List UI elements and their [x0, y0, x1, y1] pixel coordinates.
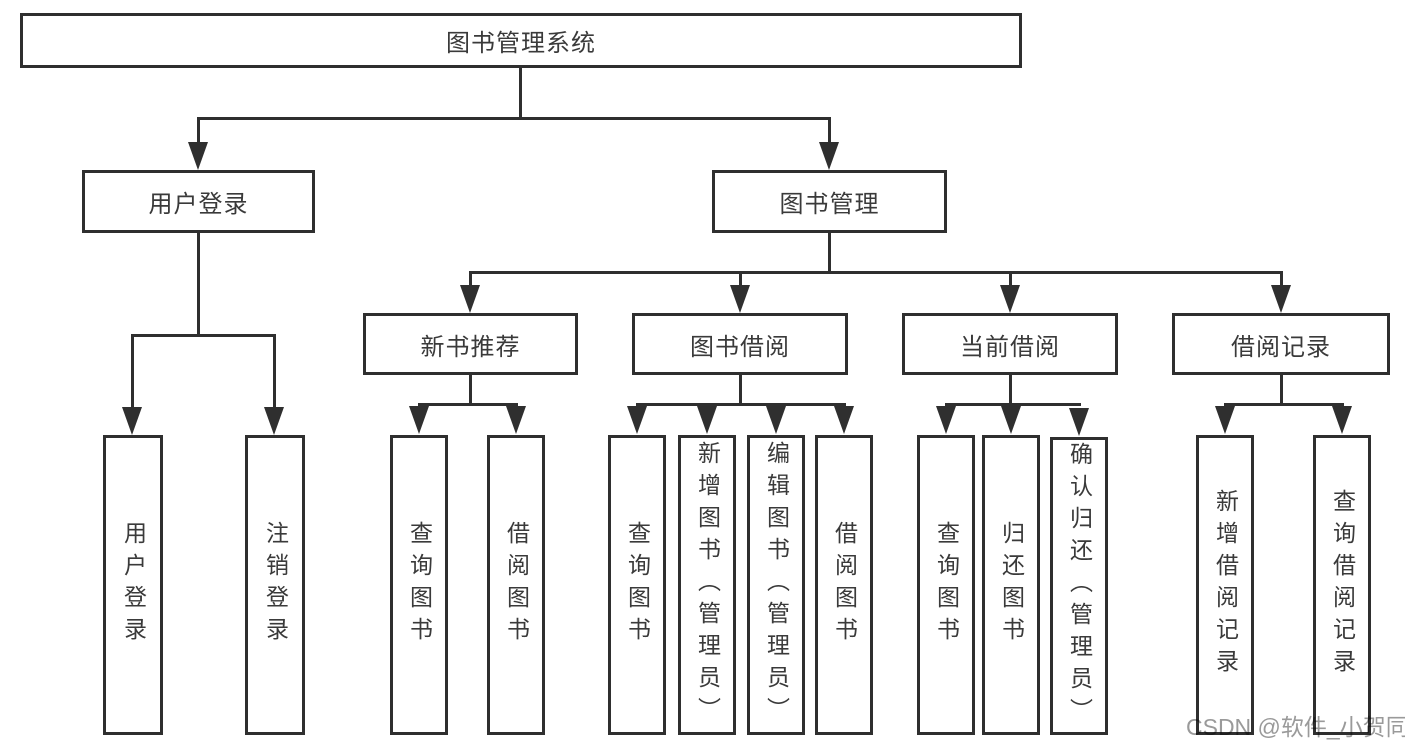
arrow-down-icon — [1215, 406, 1235, 434]
connector-v-line — [1009, 375, 1012, 406]
connector-v-line — [273, 334, 276, 410]
arrow-down-icon — [766, 406, 786, 434]
node-library-management-system: 图书管理系统 — [20, 13, 1022, 68]
connector-v-line — [1280, 375, 1283, 406]
connector-h-line — [132, 334, 276, 337]
leaf-logout: 注销登录 — [245, 435, 305, 735]
leaf-query-books-recommend: 查询图书 — [390, 435, 448, 735]
connector-v-line — [131, 334, 134, 410]
node-label: 图书借阅 — [690, 333, 790, 361]
arrow-down-icon — [1069, 408, 1089, 436]
leaf-borrow-books-recommend: 借阅图书 — [487, 435, 545, 735]
node-label: 当前借阅 — [960, 333, 1060, 361]
connector-v-line — [828, 233, 831, 274]
arrow-down-icon — [122, 407, 142, 435]
node-label: 图书管理系统 — [446, 30, 596, 57]
connector-v-line — [1280, 271, 1283, 288]
leaf-edit-book-admin: 编辑图书（管理员） — [747, 435, 805, 735]
connector-h-line — [945, 403, 1081, 406]
leaf-label: 借阅图书 — [503, 521, 530, 649]
connector-v-line — [197, 117, 200, 145]
connector-v-line — [519, 68, 522, 117]
leaf-label: 查询借阅记录 — [1329, 489, 1356, 681]
node-current-borrow: 当前借阅 — [902, 313, 1118, 375]
connector-v-line — [739, 375, 742, 406]
leaf-confirm-return-admin: 确认归还（管理员） — [1050, 437, 1108, 735]
connector-v-line — [469, 375, 472, 406]
leaf-label: 查询图书 — [624, 521, 651, 649]
leaf-label: 查询图书 — [406, 521, 433, 649]
connector-h-line — [197, 117, 831, 120]
node-label: 用户登录 — [148, 191, 249, 218]
connector-v-line — [828, 117, 831, 145]
arrow-down-icon — [627, 406, 647, 434]
node-label: 新书推荐 — [420, 333, 521, 361]
connector-v-line — [1009, 271, 1012, 288]
leaf-label: 查询图书 — [933, 521, 960, 649]
arrow-down-icon — [834, 406, 854, 434]
leaf-label: 新增图书（管理员） — [694, 441, 721, 729]
connector-v-line — [197, 233, 200, 337]
node-borrow-records: 借阅记录 — [1172, 313, 1390, 375]
leaf-label: 确认归还（管理员） — [1066, 442, 1093, 730]
node-user-login: 用户登录 — [82, 170, 315, 233]
arrow-down-icon — [1000, 285, 1020, 313]
leaf-label: 编辑图书（管理员） — [763, 441, 790, 729]
arrow-down-icon — [188, 142, 208, 170]
arrow-down-icon — [1271, 285, 1291, 313]
leaf-add-book-admin: 新增图书（管理员） — [678, 435, 736, 735]
connector-v-line — [739, 271, 742, 288]
leaf-add-borrow-record: 新增借阅记录 — [1196, 435, 1254, 735]
leaf-label: 用户登录 — [120, 521, 147, 649]
leaf-label: 归还图书 — [998, 521, 1025, 649]
connector-v-line — [469, 271, 472, 288]
csdn-watermark: CSDN @软件_小贺同学 — [1186, 714, 1405, 740]
arrow-down-icon — [697, 406, 717, 434]
arrow-down-icon — [264, 407, 284, 435]
connector-h-line — [1224, 403, 1344, 406]
node-label: 图书管理 — [779, 191, 880, 218]
leaf-query-borrow-record: 查询借阅记录 — [1313, 435, 1371, 735]
arrow-down-icon — [460, 285, 480, 313]
node-label: 借阅记录 — [1231, 333, 1331, 361]
arrow-down-icon — [409, 406, 429, 434]
arrow-down-icon — [1001, 406, 1021, 434]
leaf-label: 新增借阅记录 — [1212, 489, 1239, 681]
leaf-query-books-current: 查询图书 — [917, 435, 975, 735]
arrow-down-icon — [730, 285, 750, 313]
leaf-user-login: 用户登录 — [103, 435, 163, 735]
leaf-label: 注销登录 — [262, 521, 289, 649]
arrow-down-icon — [1332, 406, 1352, 434]
connector-h-line — [418, 403, 518, 406]
arrow-down-icon — [506, 406, 526, 434]
node-book-borrow: 图书借阅 — [632, 313, 848, 375]
connector-h-line — [469, 271, 1282, 274]
node-book-management: 图书管理 — [712, 170, 947, 233]
node-new-book-recommend: 新书推荐 — [363, 313, 578, 375]
arrow-down-icon — [819, 142, 839, 170]
leaf-query-books-borrow: 查询图书 — [608, 435, 666, 735]
leaf-return-books: 归还图书 — [982, 435, 1040, 735]
connector-h-line — [636, 403, 846, 406]
arrow-down-icon — [936, 406, 956, 434]
leaf-borrow-books: 借阅图书 — [815, 435, 873, 735]
leaf-label: 借阅图书 — [831, 521, 858, 649]
